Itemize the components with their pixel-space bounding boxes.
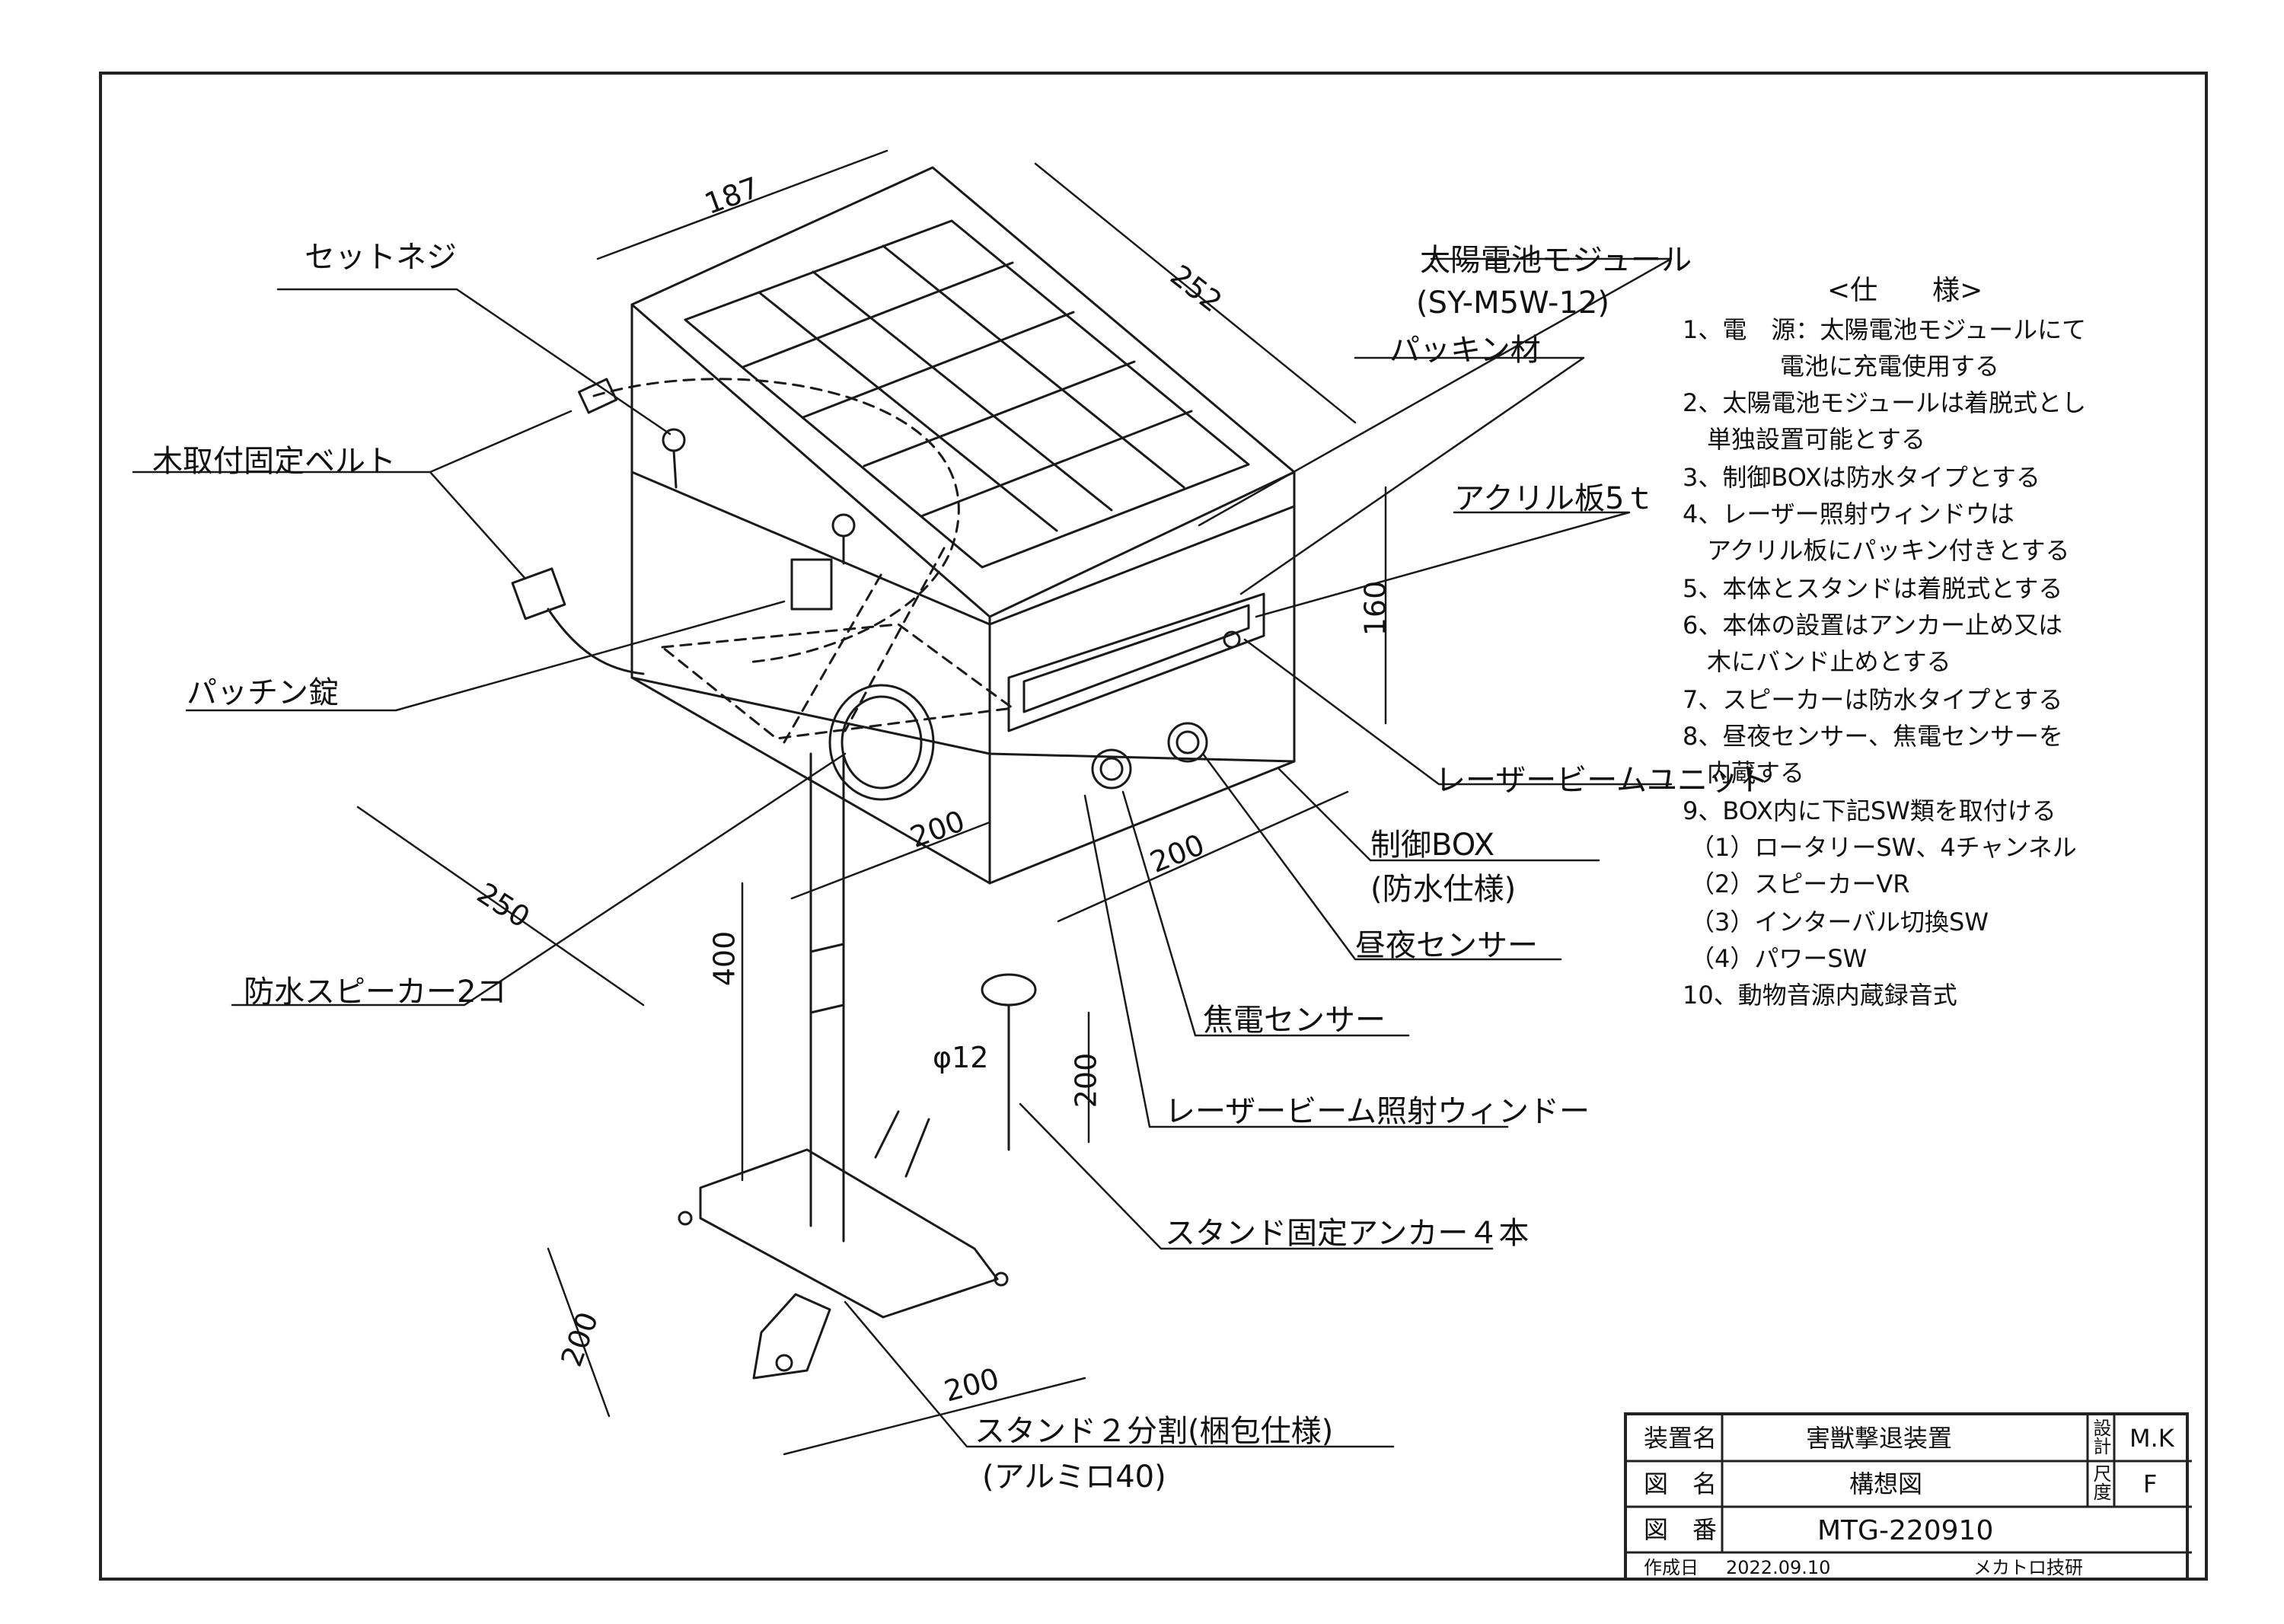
drawing-no: MTG-220910: [1817, 1515, 1994, 1546]
stand: [678, 752, 1009, 1380]
device-name: 害獣撃退装置: [1806, 1424, 1953, 1453]
label-laser-window: レーザービーム照射ウィンドー: [1165, 1094, 1590, 1129]
design-label: 設計: [2090, 1418, 2111, 1455]
drawing-no-label: 図 番: [1644, 1515, 1718, 1544]
sensors: [1091, 722, 1208, 790]
dim-anchor-length: 200: [1069, 1052, 1103, 1109]
label-solar-model: (SY-M5W-12): [1416, 286, 1609, 321]
label-packing: パッキン材: [1389, 333, 1541, 368]
date: 2022.09.10: [1726, 1557, 1831, 1578]
date-label: 作成日: [1644, 1557, 1699, 1578]
spec-line: 7、スピーカーは防水タイプとする: [1683, 685, 2063, 714]
spec-line: 5、本体とスタンドは着脱式とする: [1683, 574, 2063, 603]
label-laser-unit: レーザービームユニット: [1435, 763, 1769, 798]
spec-line: （3）インターバル切換SW: [1690, 908, 1989, 936]
spec-line: 4、レーザー照射ウィンドウは: [1683, 499, 2014, 528]
spec-line: 8、昼夜センサー、焦電センサーを: [1683, 722, 2064, 751]
spec-line: 電池に充電使用する: [1683, 352, 2000, 381]
spec-line: 2、太陽電池モジュールは着脱式とし: [1683, 388, 2087, 417]
device-name-label: 装置名: [1644, 1424, 1718, 1453]
dim-box-height: 160: [1358, 580, 1392, 637]
set-screws: [662, 428, 856, 611]
scale-label: 尺度: [2090, 1464, 2111, 1501]
spec-line: （4）パワーSW: [1690, 944, 1868, 973]
drawing-frame: [99, 72, 2208, 1581]
drawing-name-label: 図 名: [1644, 1469, 1718, 1498]
scale: F: [2143, 1469, 2158, 1498]
anchor: [981, 973, 1037, 1151]
title-block: 装置名 害獣撃退装置 設計 M.K 図 名 構想図 尺度 F 図 番 MTG-2…: [1624, 1412, 2192, 1581]
leader-lines: [132, 257, 1673, 1448]
spec-line: アクリル板にパッキン付きとする: [1683, 536, 2070, 565]
label-control-box: 制御BOX: [1370, 828, 1495, 863]
label-pyro-sensor: 焦電センサー: [1203, 1003, 1386, 1038]
laser-window: [1007, 592, 1265, 732]
spec-line: （1）ロータリーSW、4チャンネル: [1690, 833, 2077, 862]
speaker: [828, 684, 935, 801]
spec-line: 10、動物音源内蔵録音式: [1683, 981, 1957, 1010]
dim-anchor-diameter: φ12: [933, 1041, 989, 1074]
label-day-night-sensor: 昼夜センサー: [1355, 928, 1538, 963]
company: メカトロ技研: [1973, 1557, 2083, 1578]
label-anchor: スタンド固定アンカー４本: [1165, 1216, 1530, 1251]
label-solar-module: 太陽電池モジュール: [1420, 243, 1692, 278]
spec-line: 1、電 源：太陽電池モジュールにて: [1683, 315, 2087, 344]
spec-line: （2）スピーカーVR: [1690, 869, 1910, 898]
label-speaker: 防水スピーカー2コ: [244, 975, 507, 1010]
label-control-box-sub: (防水仕様): [1370, 872, 1517, 907]
dimension-lines: [356, 149, 1387, 1456]
designer: M.K: [2129, 1424, 2174, 1453]
label-tree-belt: 木取付固定ベルト: [152, 444, 396, 479]
belt: [511, 378, 960, 675]
label-set-screw: セットネジ: [305, 240, 457, 275]
drawing-name: 構想図: [1849, 1469, 1923, 1498]
spec-line: 9、BOX内に下記SW類を取付ける: [1683, 796, 2056, 825]
spec-title: <仕 様>: [1827, 275, 1983, 306]
dim-stand-height: 400: [707, 930, 742, 987]
label-acrylic: アクリル板5ｔ: [1454, 481, 1655, 516]
spec-line: 内蔵する: [1683, 758, 1805, 787]
hidden-lines: [661, 547, 1014, 744]
label-stand-material: (アルミロ40): [982, 1460, 1166, 1495]
spec-line: 単独設置可能とする: [1683, 425, 1926, 454]
spec-line: 6、本体の設置はアンカー止め又は: [1683, 611, 2063, 640]
spec-line: 木にバンド止めとする: [1683, 647, 1951, 676]
label-stand-split: スタンド２分割(梱包仕様): [975, 1414, 1334, 1449]
spec-line: 3、制御BOXは防水タイプとする: [1683, 463, 2040, 492]
label-patchin-lock: パッチン錠: [187, 675, 339, 710]
